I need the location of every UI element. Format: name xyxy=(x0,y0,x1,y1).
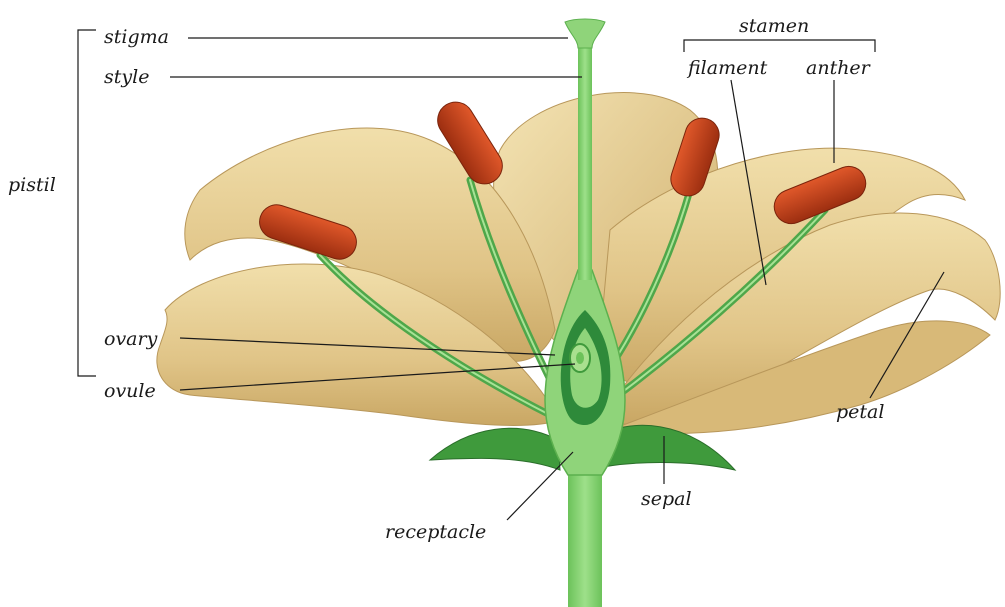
stigma xyxy=(565,19,605,48)
label-stigma: stigma xyxy=(104,26,169,48)
label-style: style xyxy=(104,66,149,88)
style xyxy=(578,45,592,280)
label-pistil: pistil xyxy=(8,174,56,196)
label-stamen: stamen xyxy=(739,15,809,37)
label-anther: anther xyxy=(806,57,872,79)
label-sepal: sepal xyxy=(641,488,692,510)
label-ovary: ovary xyxy=(104,328,158,350)
label-ovule: ovule xyxy=(104,380,156,402)
label-receptacle: receptacle xyxy=(385,521,486,543)
sepal-left xyxy=(430,428,560,470)
label-petal: petal xyxy=(836,401,884,423)
stem xyxy=(568,470,602,607)
label-filament: filament xyxy=(686,57,768,79)
